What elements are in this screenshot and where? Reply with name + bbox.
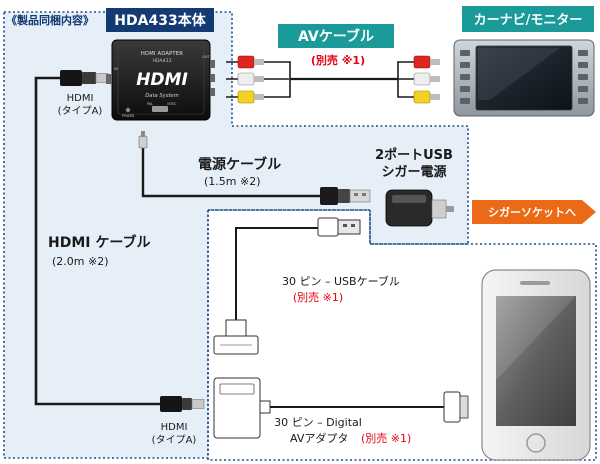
av-cable-icon (226, 55, 440, 104)
device-port-out: OUT (202, 55, 210, 59)
hdmi-plug-bottom-label: HDMI (161, 422, 188, 433)
hdmi-cable-title: HDMI ケーブル (48, 234, 151, 251)
device-port-in: IN (114, 67, 118, 71)
power-usb-plug-icon (320, 187, 371, 205)
power-cable-title: 電源ケーブル (198, 156, 281, 173)
car-navi-badge (462, 6, 594, 32)
car-navi-monitor-icon (453, 39, 595, 117)
power-plug-small-icon (138, 131, 148, 149)
iphone-icon (481, 269, 591, 461)
car-navi-badge-text: カーナビ/モニター (474, 12, 583, 28)
device-model-text: HDA433 (153, 58, 172, 64)
digital-av-adapter-name: AVアダプタ (290, 431, 348, 445)
package-contents-panel (3, 11, 469, 459)
av-cable-note: (別売 ※1) (311, 53, 365, 67)
usb-30pin-cable-title: 30 ピン – USBケーブル (282, 274, 400, 288)
hdmi-plug-bottom-type: (タイプA) (152, 434, 197, 446)
hdmi-plug-bottom-icon (160, 396, 205, 412)
hda433-device-icon (106, 39, 215, 121)
hdmi-plug-top-type: (タイプA) (58, 105, 103, 117)
hdmi-cable-spec: (2.0m ※2) (52, 255, 109, 268)
device-port-ntsc: NTSC (167, 102, 177, 106)
av-cable-badge-text: AVケーブル (298, 28, 374, 45)
usb-charger-subtitle: シガー電源 (381, 164, 446, 180)
cigar-socket-label: シガーソケットへ (488, 205, 576, 219)
device-header-text: HDMI ADAPTER (141, 51, 183, 57)
digital-av-adapter-note: (別売 ※1) (361, 432, 411, 445)
usb-30pin-cable-wire (235, 227, 318, 324)
device-port-power: POWER (122, 114, 135, 118)
digital-av-adapter-icon (213, 377, 469, 439)
usb-plug-icon (317, 217, 361, 237)
30pin-connector-top-icon (213, 319, 259, 355)
usb-30pin-cable-note: (別売 ※1) (293, 291, 343, 304)
digital-av-adapter-title: 30 ピン – Digital (274, 416, 362, 429)
device-hdmi-logo: HDMI (136, 70, 188, 90)
iphone-accessory-panel (207, 209, 597, 461)
hda433-badge (106, 8, 214, 32)
usb-cigar-charger-icon (385, 189, 454, 227)
device-port-pal: PAL (147, 102, 153, 106)
device-brand-text: Data System (145, 93, 178, 99)
usb-charger-title: 2ポートUSB (375, 147, 453, 163)
hdmi-plug-top-icon (60, 70, 109, 86)
power-cable-wire (141, 146, 330, 198)
power-cable-spec: (1.5m ※2) (204, 175, 261, 188)
hdmi-plug-top-label: HDMI (67, 93, 94, 104)
hda433-badge-text: HDA433本体 (114, 12, 206, 29)
package-contents-label: 《製品同梱内容》 (6, 13, 94, 27)
cigar-socket-arrow (472, 200, 596, 224)
av-cable-badge (278, 24, 394, 48)
